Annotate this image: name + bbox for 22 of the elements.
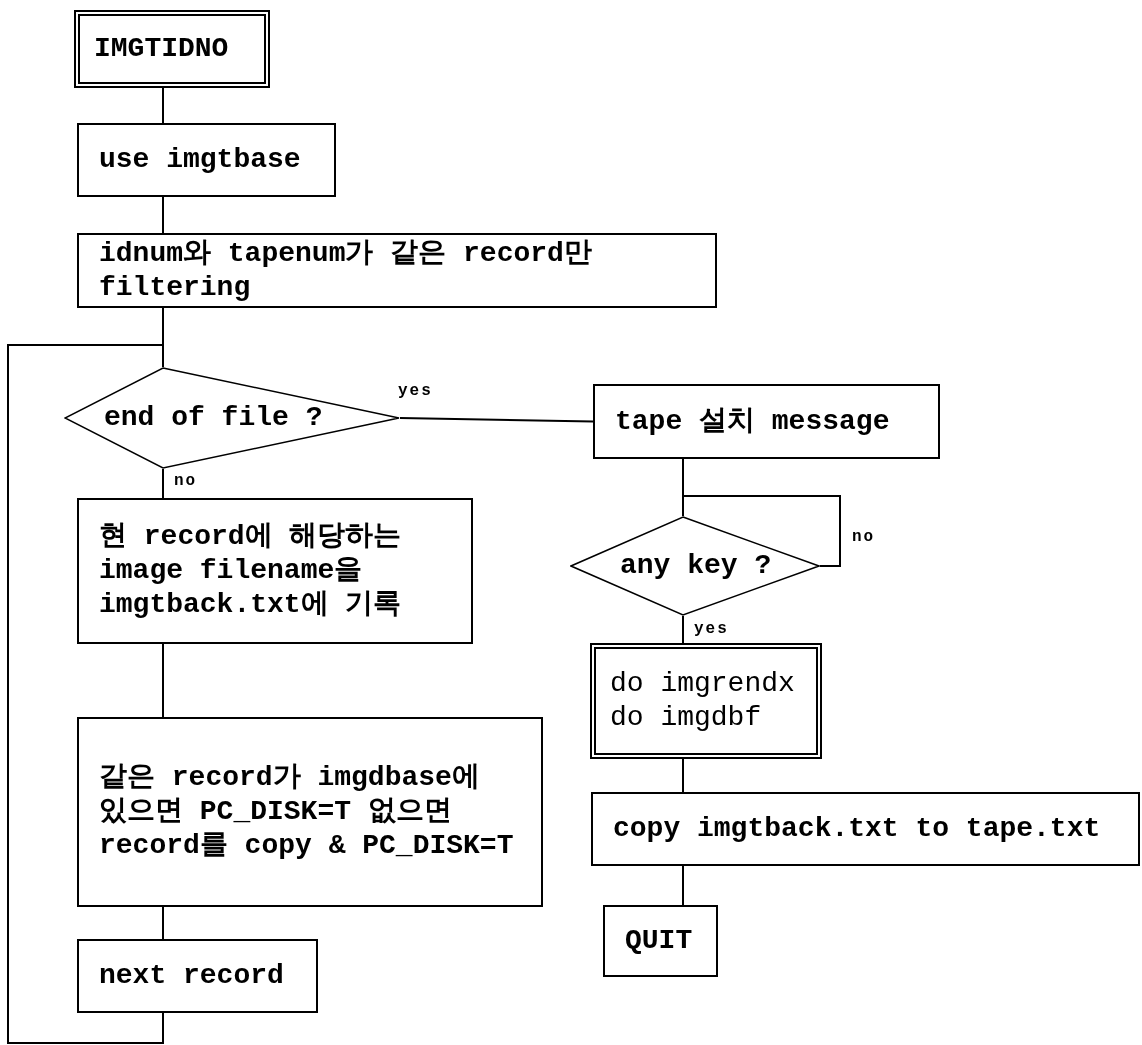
decision-diamond: any key ? — [570, 516, 820, 616]
process-box: idnum와 tapenum가 같은 record만 filtering — [77, 233, 717, 308]
terminal-box: QUIT — [603, 905, 718, 977]
process-box: copy imgtback.txt to tape.txt — [591, 792, 1140, 866]
connector-line — [682, 758, 684, 793]
process-box: 현 record에 해당하는 image filename을 imgtback.txt에 기록 — [77, 498, 473, 644]
connector-line — [162, 87, 164, 124]
subroutine-box: do imgrendx do imgdbf — [590, 643, 822, 759]
connector-line — [682, 615, 684, 644]
connector-line — [162, 643, 164, 718]
connector-line — [162, 196, 164, 234]
process-box: use imgtbase — [77, 123, 336, 197]
connector-line — [7, 344, 164, 1044]
connector-line — [682, 865, 684, 906]
terminal-box: IMGTIDNO — [74, 10, 270, 88]
process-box: 같은 record가 imgdbase에 있으면 PC_DISK=T 없으면 record를 copy & PC_DISK=T — [77, 717, 543, 907]
connector-line — [162, 468, 164, 499]
connector-line — [682, 495, 841, 567]
process-box: tape 설치 message — [593, 384, 940, 459]
process-box: next record — [77, 939, 318, 1013]
connector-line — [162, 906, 164, 940]
connector-line — [399, 417, 594, 423]
